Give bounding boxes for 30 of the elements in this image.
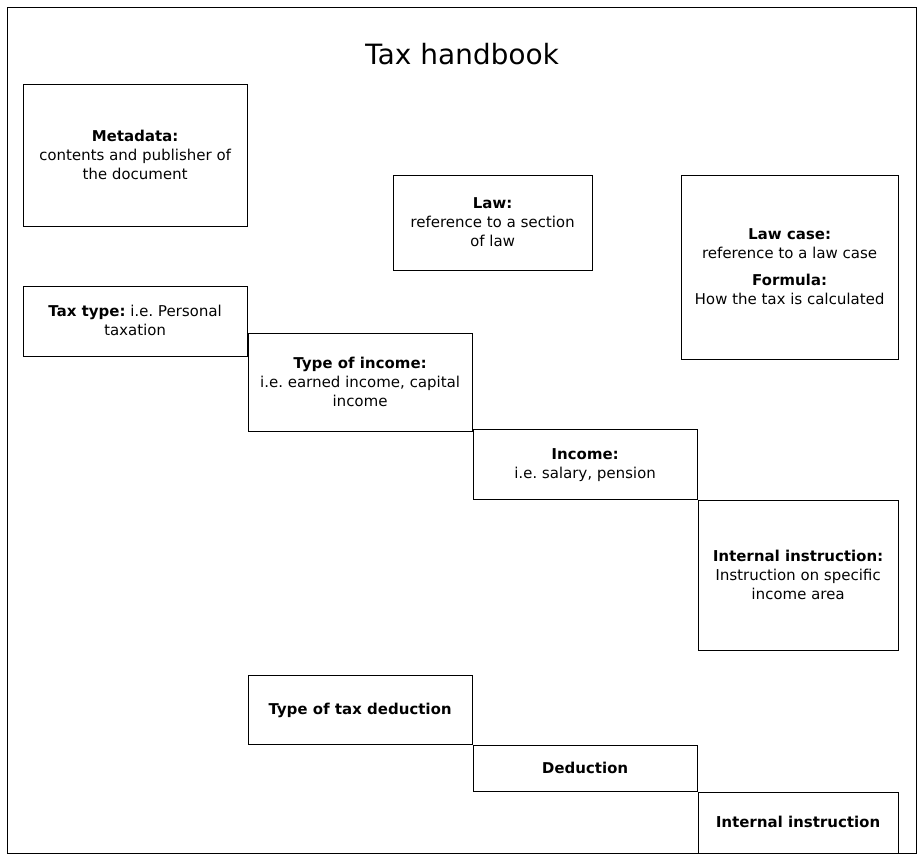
- box-text: reference to a section of law: [409, 213, 576, 251]
- box-text: Tax type: i.e. Personal taxation: [47, 302, 223, 340]
- box-text: Instruction on specific income area: [714, 566, 882, 604]
- text-box: [248, 674, 472, 744]
- text-box: [248, 332, 472, 432]
- box-text: How the tax is calculated: [694, 290, 884, 309]
- box-heading: Type of income:: [293, 354, 427, 372]
- box-heading: Income:: [551, 445, 619, 464]
- text-box: [392, 174, 592, 270]
- box-heading: Type of tax deduction: [268, 700, 452, 719]
- box-heading: Law:: [472, 194, 512, 213]
- text-box: [698, 792, 898, 854]
- box-text: i.e. salary, pension: [514, 464, 656, 483]
- text-box: [22, 286, 248, 356]
- frame-heading: Tax handbook: [365, 38, 559, 72]
- box-text: contents and publisher of the document: [38, 146, 232, 184]
- text-box: [472, 428, 698, 500]
- box-heading: Metadata:: [92, 126, 178, 146]
- box-text: reference to a law case: [702, 244, 878, 263]
- box-text: i.e. earned income, capital income: [259, 372, 461, 410]
- box-heading: Formula:: [752, 271, 827, 290]
- box-heading: Deduction: [542, 758, 628, 778]
- box-heading: Internal instruction: [716, 813, 880, 832]
- frame-box: [7, 7, 917, 854]
- text-box: [698, 500, 898, 650]
- box-heading: Law case:: [748, 225, 831, 244]
- text-box: [22, 84, 248, 226]
- text-box: [472, 744, 698, 792]
- box-heading: Internal instruction:: [712, 546, 884, 566]
- text-box: [680, 174, 898, 360]
